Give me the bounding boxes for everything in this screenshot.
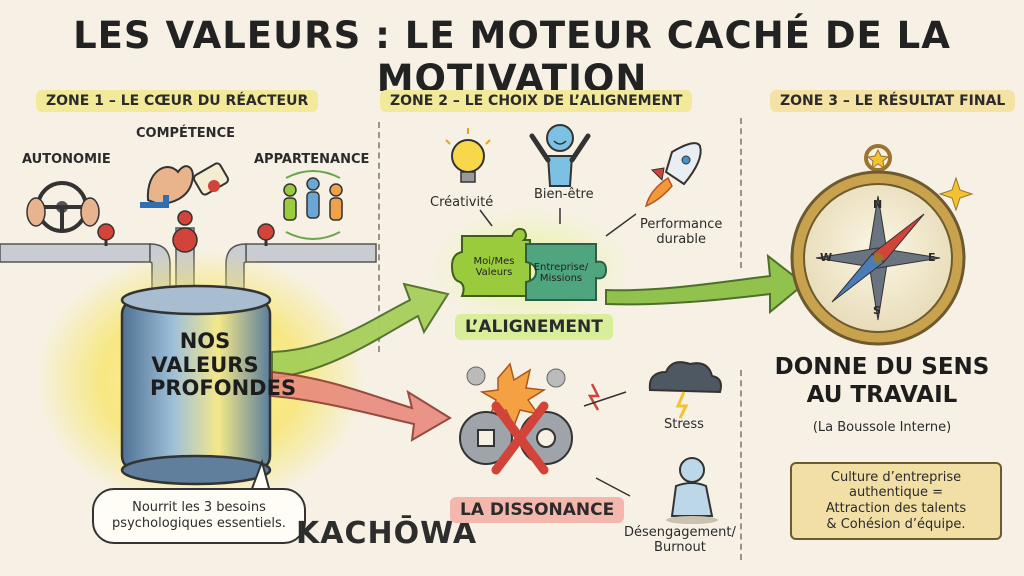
desengagement-line-1: Désengagement/ <box>624 525 736 540</box>
piece-self-text: Moi/Mes Valeurs <box>464 256 524 278</box>
team-people-icon <box>283 170 343 240</box>
zone-3-label: ZONE 3 – LE RÉSULTAT FINAL <box>770 90 1016 112</box>
tank-line-3: PROFONDES <box>150 376 297 401</box>
need-autonomie-label: AUTONOMIE <box>22 152 111 167</box>
connector-burnout <box>595 477 631 497</box>
page-title: LES VALEURS : LE MOTEUR CACHÉ DE LA MOTI… <box>73 14 951 100</box>
steering-wheel-icon <box>26 181 100 233</box>
bien-etre-label: Bien-être <box>534 187 594 202</box>
happy-person-icon <box>529 124 591 187</box>
compass-north: N <box>873 198 883 211</box>
result-line-2: AU TRAVAIL <box>806 381 958 408</box>
piece-self-line-2: Valeurs <box>475 267 513 278</box>
compass-west: W <box>820 251 833 264</box>
connector-stress <box>583 391 627 407</box>
piece-company-line-2: Missions <box>539 273 583 284</box>
diploma-scroll-icon <box>192 162 230 196</box>
divider-zone-2-3 <box>740 118 742 268</box>
connector-performance <box>605 213 637 237</box>
culture-line-4: & Cohésion d’équipe. <box>826 516 966 532</box>
brand-logo: KACHŌWA <box>296 516 478 551</box>
tank-line-1: NOS <box>179 329 231 353</box>
zone-1-label: ZONE 1 – LE CŒUR DU RÉACTEUR <box>36 90 319 112</box>
performance-line-1: Performance <box>640 217 723 232</box>
muscle-arm-icon <box>140 165 194 208</box>
compass-south: S <box>873 304 881 317</box>
divider-zone-1-2 <box>378 122 380 352</box>
connector-creativite <box>479 209 493 227</box>
rocket-icon <box>644 142 702 208</box>
culture-text: Culture d’entreprise authentique = Attra… <box>826 470 966 532</box>
puzzle-piece-self <box>450 227 531 297</box>
result-line-1: DONNE DU SENS <box>774 354 990 380</box>
arrow-to-alignment <box>271 282 450 380</box>
compass-icon <box>790 144 974 346</box>
piece-self-line-1: Moi/Mes <box>473 256 515 267</box>
culture-line-1: Culture d’entreprise <box>830 469 962 485</box>
culture-scroll: Culture d’entreprise authentique = Attra… <box>790 462 1002 540</box>
culture-line-3: Attraction des talents <box>825 501 967 516</box>
arrow-to-dissonance <box>271 370 452 442</box>
culture-line-2: authentique = <box>848 485 943 501</box>
storm-cloud-icon <box>648 361 722 419</box>
reactor-tank <box>35 250 365 510</box>
need-appartenance-label: APPARTENANCE <box>254 152 370 167</box>
lightbulb-icon <box>445 128 491 183</box>
compass-east: E <box>928 251 936 264</box>
piece-company-line-1: Entreprise/ <box>533 262 589 273</box>
creativite-label: Créativité <box>430 195 494 210</box>
need-competence-label: COMPÉTENCE <box>136 126 235 141</box>
sad-person-icon <box>666 457 718 524</box>
dissonance-label: LA DISSONANCE <box>450 497 625 523</box>
speech-bubble: Nourrit les 3 besoins psychologiques ess… <box>92 488 306 544</box>
divider-zone-2-3-lower <box>740 370 742 560</box>
tank-text: NOS VALEURS PROFONDES <box>150 329 297 401</box>
bubble-line-2: psychologiques essentiels. <box>112 516 286 531</box>
puzzle-piece-company <box>525 243 608 301</box>
desengagement-label: Désengagement/ Burnout <box>624 525 736 556</box>
arrow-to-result <box>605 253 806 315</box>
bubble-line-1: Nourrit les 3 besoins <box>132 500 266 516</box>
speech-bubble-text: Nourrit les 3 besoins psychologiques ess… <box>112 500 286 531</box>
performance-line-2: durable <box>656 231 707 247</box>
desengagement-line-2: Burnout <box>654 539 706 555</box>
piece-company-text: Entreprise/ Missions <box>530 262 592 284</box>
tank-line-2: VALEURS <box>151 352 259 377</box>
performance-label: Performance durable <box>640 217 723 248</box>
result-title: DONNE DU SENS AU TRAVAIL <box>770 354 994 409</box>
zone-2-label: ZONE 2 – LE CHOIX DE L’ALIGNEMENT <box>380 90 693 112</box>
alignment-label: L’ALIGNEMENT <box>455 314 613 340</box>
broken-gears-icon <box>459 383 601 475</box>
stress-label: Stress <box>664 417 704 432</box>
boussole-subtitle: (La Boussole Interne) <box>812 420 952 435</box>
